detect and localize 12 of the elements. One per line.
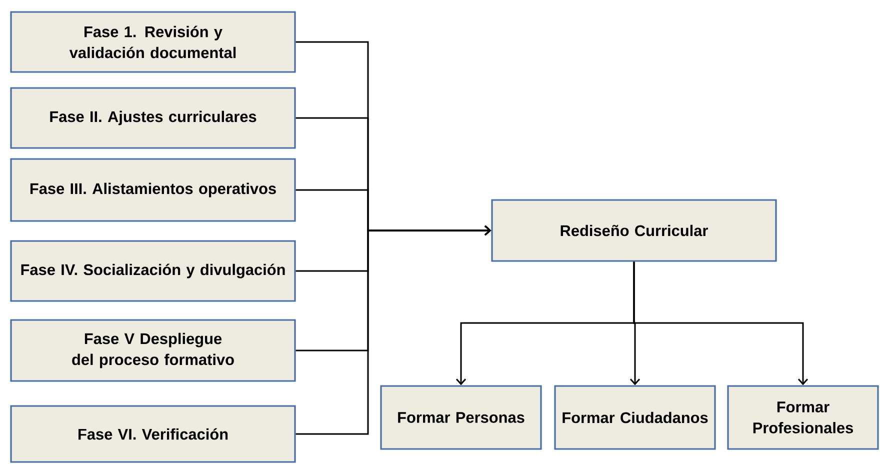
connector-arrow <box>296 225 492 435</box>
process-box: Fase III. Alistamientos operativos <box>10 158 296 222</box>
connector-arrow <box>633 262 808 386</box>
process-box: Formar Personas <box>380 385 542 450</box>
process-box: Fase IV. Socialización y divulgación <box>10 240 296 302</box>
process-box: Fase 1. Revisión y validación documental <box>10 11 296 73</box>
process-box: Fase V Despliegue del proceso formativo <box>10 319 296 382</box>
process-box: Fase VI. Verificación <box>10 405 296 463</box>
process-box: Fase II. Ajustes curriculares <box>10 87 296 149</box>
central-box: Rediseño Curricular <box>491 199 777 262</box>
process-box: Formar Profesionales <box>727 385 879 450</box>
process-box: Formar Ciudadanos <box>554 385 716 450</box>
